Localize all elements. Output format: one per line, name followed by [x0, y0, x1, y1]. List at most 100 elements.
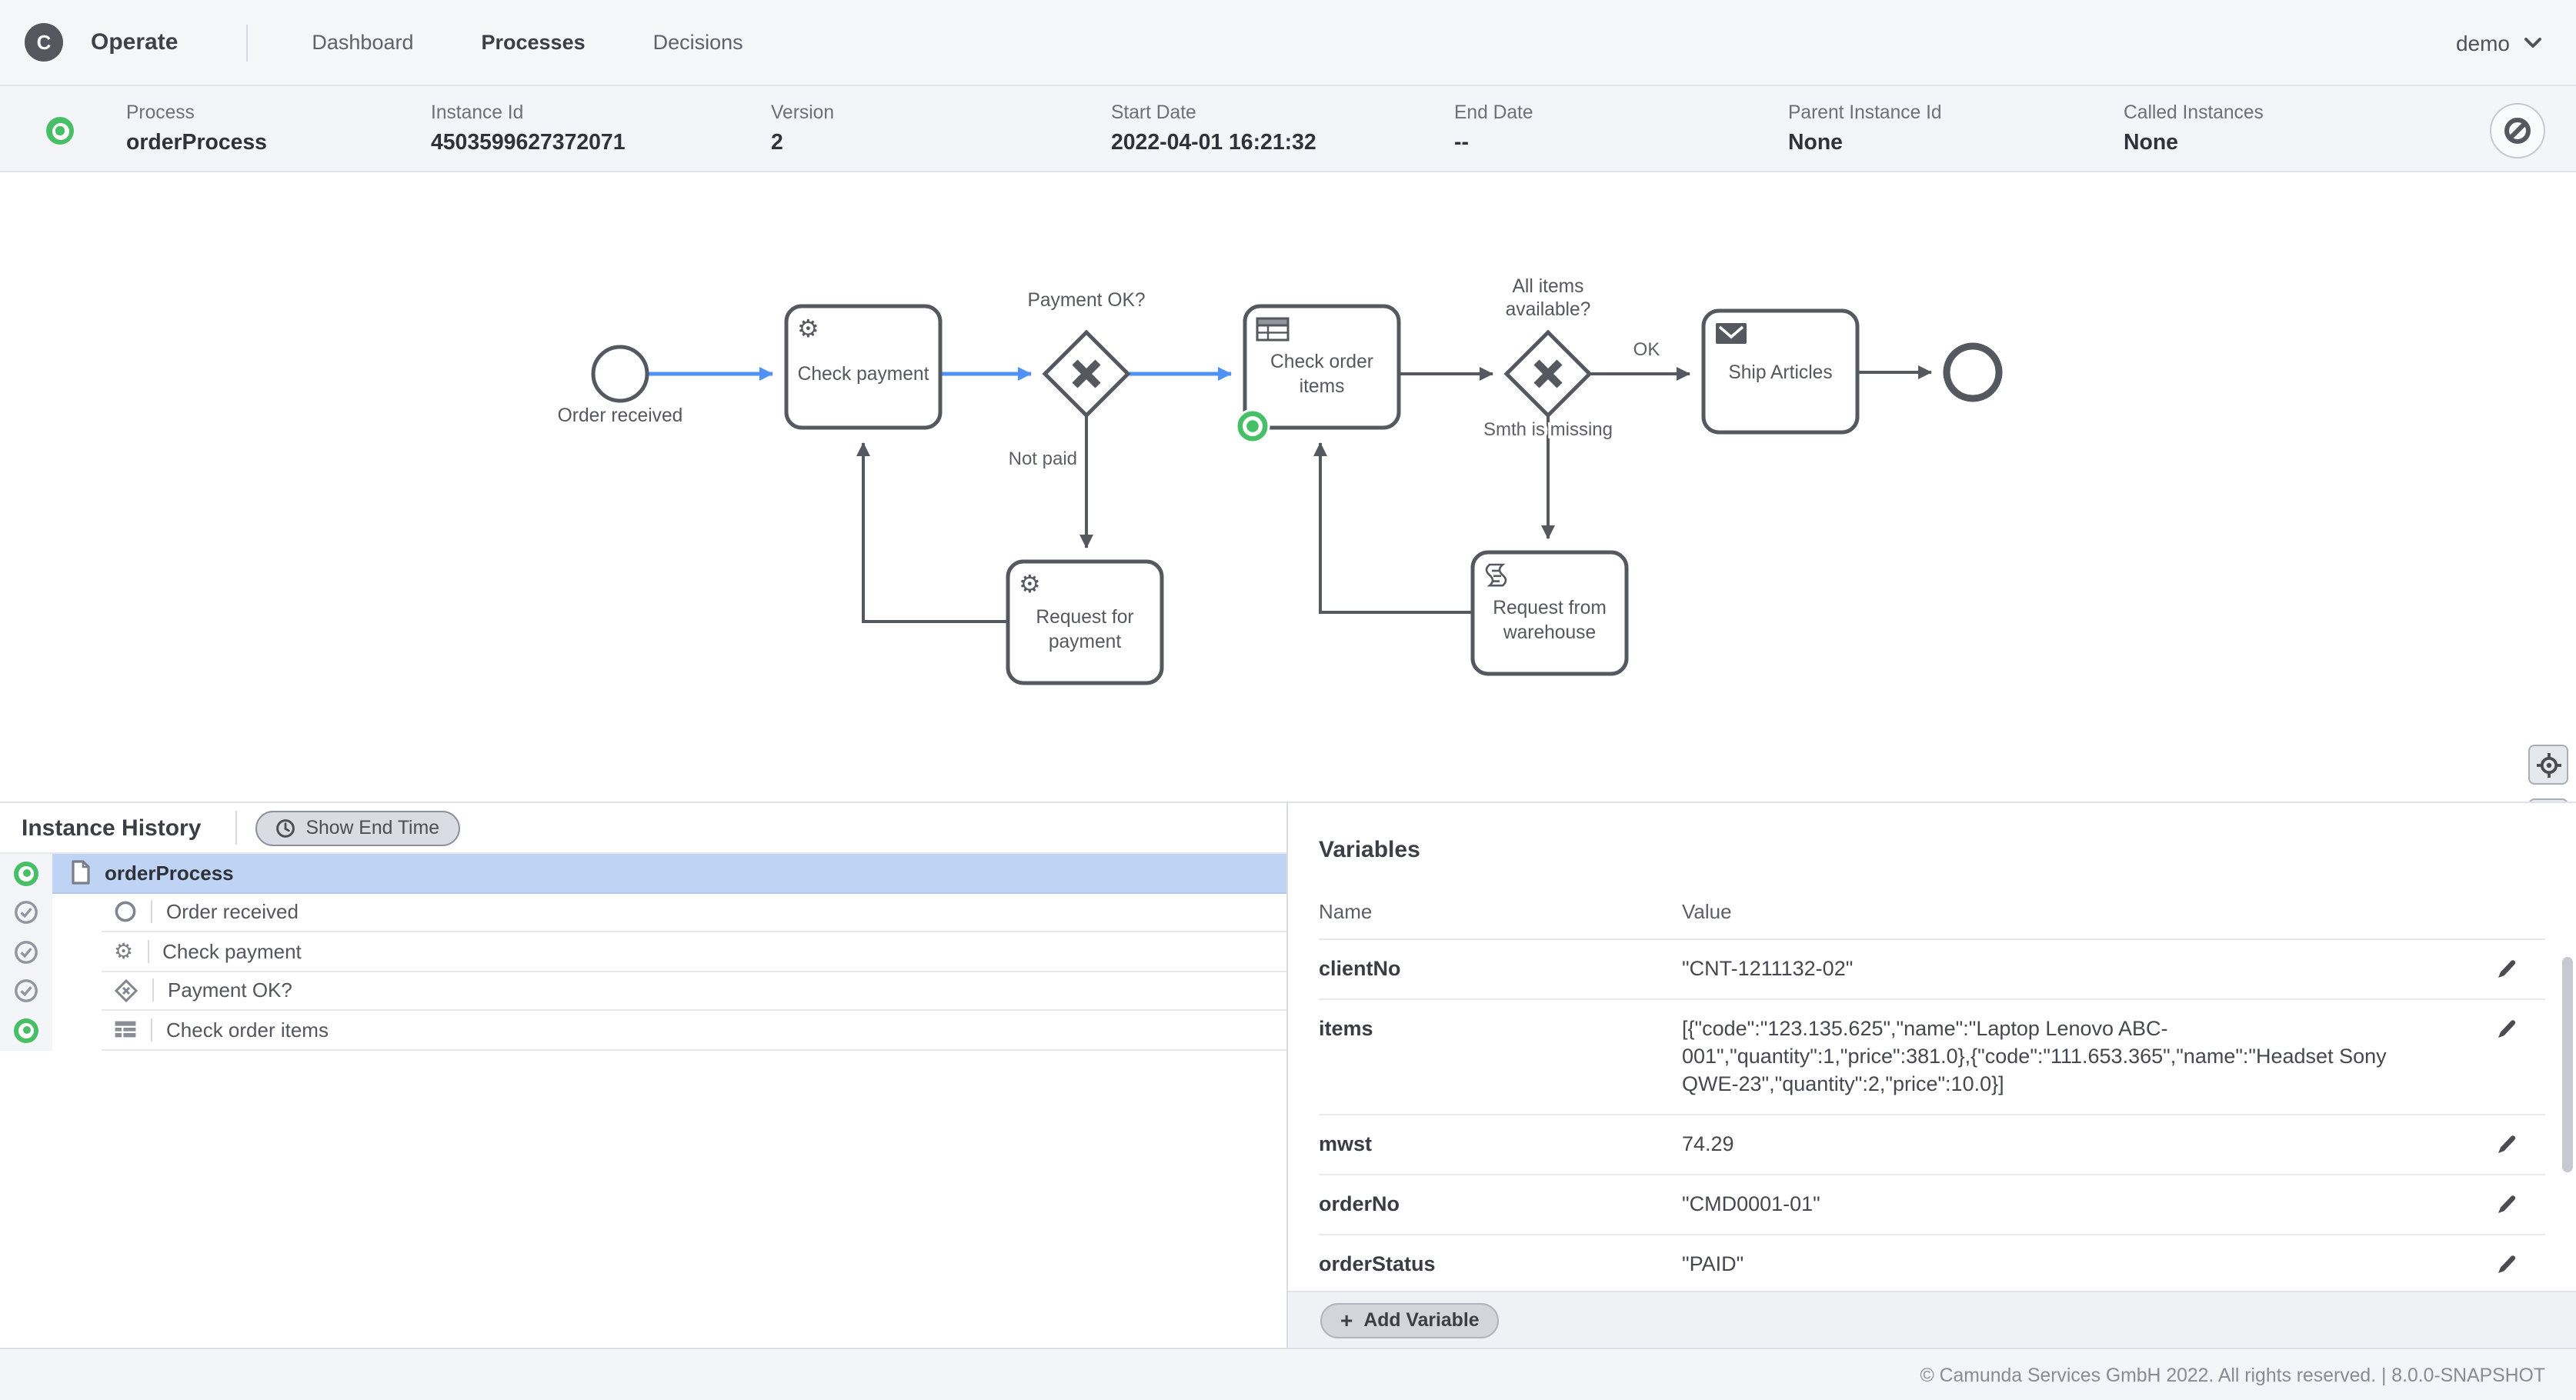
edit-variable-button[interactable]	[2496, 1191, 2518, 1215]
variables-footer: + Add Variable	[1288, 1291, 2576, 1348]
variables-table-header: Name Value	[1319, 900, 2545, 940]
active-state-icon	[14, 861, 38, 886]
tab-processes[interactable]: Processes	[481, 31, 586, 54]
end-event[interactable]	[1943, 342, 2003, 402]
document-icon	[71, 860, 91, 885]
edge-label-not-paid: Not paid	[1009, 448, 1077, 469]
panel-divider	[1286, 802, 1288, 1348]
active-token-badge	[1235, 408, 1270, 444]
show-end-time-button[interactable]: Show End Time	[255, 810, 459, 845]
gateway-label: All items	[1513, 276, 1584, 297]
add-variable-label: Add Variable	[1363, 1309, 1480, 1331]
active-state-icon	[14, 1018, 38, 1043]
history-row-label: Order received	[166, 900, 299, 924]
camunda-logo-icon: C	[25, 23, 63, 62]
edit-variable-button[interactable]	[2496, 1015, 2518, 1040]
business-rule-task-icon	[1256, 317, 1290, 342]
task-check-payment[interactable]: ⚙ Check payment	[784, 304, 943, 430]
xor-gateway-icon	[1533, 359, 1563, 388]
task-ship-articles[interactable]: Ship Articles	[1701, 308, 1860, 435]
edit-variable-button[interactable]	[2496, 955, 2518, 980]
icon-separator	[151, 900, 152, 924]
history-row-orderprocess[interactable]: orderProcess	[0, 854, 1286, 893]
variable-row-orderstatus[interactable]: orderStatus "PAID"	[1319, 1235, 2545, 1291]
pencil-icon	[2498, 1255, 2516, 1273]
edge-label-smth-missing: Smth is missing	[1483, 419, 1613, 440]
task-label: Request for	[1036, 607, 1133, 628]
send-task-envelope-icon	[1716, 323, 1747, 344]
gateway-label: available?	[1506, 299, 1591, 320]
sequence-flows	[648, 365, 1932, 623]
app-footer: © Camunda Services GmbH 2022. All rights…	[0, 1348, 2576, 1400]
icon-separator	[151, 1018, 152, 1042]
gear-icon: ⚙	[114, 938, 134, 964]
scrollbar-thumb[interactable]	[2562, 957, 2573, 1172]
start-event-label: Order received	[558, 405, 683, 426]
variable-name: orderNo	[1319, 1192, 1400, 1215]
task-label: warehouse	[1503, 622, 1596, 643]
variables-title: Variables	[1319, 837, 1420, 863]
task-label: payment	[1049, 632, 1121, 652]
nav-divider	[245, 24, 248, 61]
user-menu[interactable]: demo	[2456, 30, 2542, 55]
variable-row-items[interactable]: items [{"code":"123.135.625","name":"Lap…	[1319, 1000, 2545, 1115]
history-row-label: orderProcess	[105, 861, 234, 885]
header-divider	[235, 811, 237, 845]
flow-warehouse-return	[1313, 442, 1473, 614]
panel-title: Instance History	[22, 815, 202, 841]
task-check-order-items[interactable]: Check order items	[1235, 304, 1401, 444]
copyright-text: © Camunda Services GmbH 2022. All rights…	[1920, 1364, 2545, 1385]
field-end-date: End Date--	[1454, 102, 1533, 155]
icon-separator	[147, 939, 149, 963]
history-row-check-order-items[interactable]: Check order items	[0, 1011, 1286, 1050]
history-row-label: Check payment	[162, 939, 302, 963]
cancel-icon	[2504, 118, 2531, 144]
variable-name: clientNo	[1319, 957, 1401, 980]
variable-value: 74.29	[1682, 1132, 1734, 1155]
history-row-payment-ok[interactable]: Payment OK?	[0, 972, 1286, 1011]
gateway-icon	[114, 978, 138, 1003]
instance-active-state-icon	[46, 117, 74, 145]
variable-name: items	[1319, 1017, 1373, 1040]
pencil-icon	[2498, 1135, 2516, 1153]
reset-viewport-button[interactable]	[2528, 745, 2568, 785]
username: demo	[2455, 30, 2510, 55]
bpmn-diagram: Order received ⚙ Check payment Payment O…	[0, 172, 2576, 878]
target-icon	[2536, 752, 2561, 777]
edit-variable-button[interactable]	[2496, 1251, 2518, 1275]
variable-row-clientno[interactable]: clientNo "CNT-1211132-02"	[1319, 940, 2545, 1000]
start-event-order-received[interactable]: Order received	[558, 345, 683, 426]
variable-value: [{"code":"123.135.625","name":"Laptop Le…	[1682, 1017, 2387, 1095]
start-event-icon	[114, 901, 137, 924]
flow-request-payment-return	[856, 442, 1008, 623]
xor-gateway-icon	[1072, 359, 1101, 388]
variable-row-orderno[interactable]: orderNo "CMD0001-01"	[1319, 1175, 2545, 1235]
gateway-all-items-available[interactable]: All items available?	[1503, 276, 1593, 418]
variable-row-mwst[interactable]: mwst 74.29	[1319, 1115, 2545, 1175]
variable-name: orderStatus	[1319, 1252, 1436, 1275]
variable-value: "PAID"	[1682, 1252, 1744, 1275]
history-row-order-received[interactable]: Order received	[0, 893, 1286, 932]
edit-variable-button[interactable]	[2496, 1131, 2518, 1155]
tab-dashboard[interactable]: Dashboard	[312, 31, 414, 54]
task-request-from-warehouse[interactable]: Request from warehouse	[1470, 550, 1629, 676]
variable-value: "CMD0001-01"	[1682, 1192, 1820, 1215]
tab-decisions[interactable]: Decisions	[652, 31, 743, 54]
instance-history-panel: Instance History Show End Time	[0, 802, 1286, 1348]
cancel-instance-button[interactable]	[2490, 103, 2545, 158]
task-label: items	[1300, 376, 1345, 397]
variables-scrollbar[interactable]	[2562, 957, 2573, 1280]
plus-icon: +	[1340, 1308, 1353, 1332]
gateway-payment-ok[interactable]: Payment OK?	[1027, 290, 1146, 418]
task-request-for-payment[interactable]: ⚙ Request for payment	[1006, 559, 1164, 685]
history-row-check-payment[interactable]: ⚙ Check payment	[0, 932, 1286, 972]
column-header-name: Name	[1319, 900, 1373, 923]
add-variable-button[interactable]: + Add Variable	[1320, 1302, 1500, 1338]
